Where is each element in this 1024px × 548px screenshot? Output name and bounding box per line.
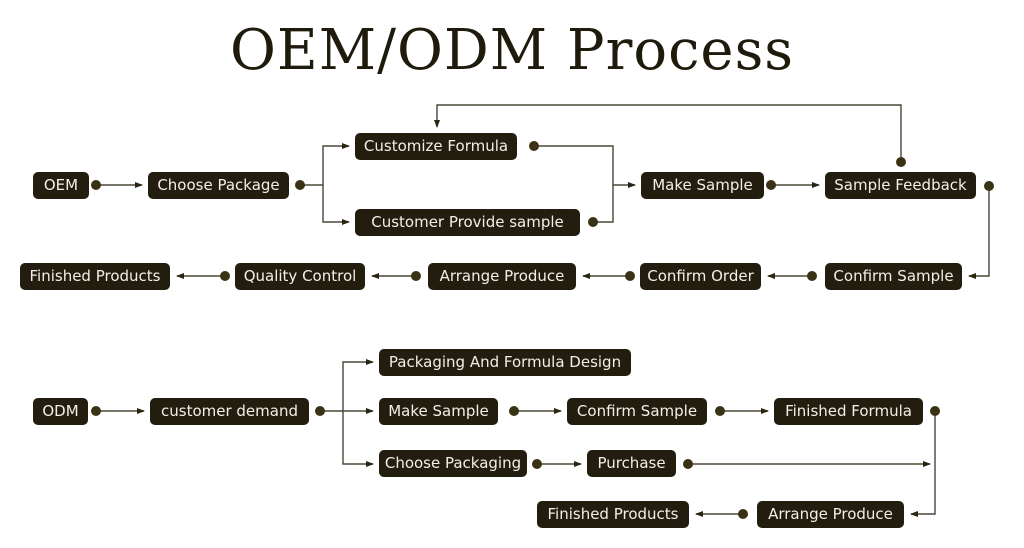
link-demand-branch-top — [342, 359, 374, 411]
node-odm-finished-products[interactable]: Finished Products — [537, 501, 689, 528]
node-customize-formula[interactable]: Customize Formula — [355, 133, 517, 160]
link-feedback-confirm-sample — [968, 185, 990, 279]
node-quality-control[interactable]: Quality Control — [235, 263, 365, 290]
node-odm-confirm-sample[interactable]: Confirm Sample — [567, 398, 707, 425]
node-sample-feedback[interactable]: Sample Feedback — [825, 172, 976, 199]
node-finished-formula[interactable]: Finished Formula — [774, 398, 923, 425]
connector-dot — [91, 180, 101, 190]
link-formula-arrange — [910, 411, 936, 517]
link-choose-package-branch-2 — [322, 185, 350, 225]
node-make-sample[interactable]: Make Sample — [641, 172, 764, 199]
link-choose-package-branch — [302, 143, 350, 186]
connector-dot — [807, 271, 817, 281]
connector-dot — [509, 406, 519, 416]
connector-dot — [315, 406, 325, 416]
connector-dot — [766, 180, 776, 190]
connector-dot — [683, 459, 693, 469]
page-title: OEM/ODM Process — [229, 18, 795, 83]
connector-dot — [529, 141, 539, 151]
node-choose-package[interactable]: Choose Package — [148, 172, 289, 199]
node-confirm-sample[interactable]: Confirm Sample — [825, 263, 962, 290]
connector-dot — [625, 271, 635, 281]
connector-dot — [220, 271, 230, 281]
connector-dot — [532, 459, 542, 469]
connector-dot — [896, 157, 906, 167]
connector-dot — [411, 271, 421, 281]
connector-dot — [295, 180, 305, 190]
node-odm-arrange-produce[interactable]: Arrange Produce — [757, 501, 904, 528]
connector-dot — [91, 406, 101, 416]
node-customer-provide-sample[interactable]: Customer Provide sample — [355, 209, 580, 236]
node-packaging-formula-design[interactable]: Packaging And Formula Design — [379, 349, 631, 376]
link-demand-branch-bottom — [342, 411, 374, 467]
node-odm[interactable]: ODM — [33, 398, 88, 425]
link-feedback-loop — [434, 104, 902, 162]
node-oem[interactable]: OEM — [33, 172, 89, 199]
node-confirm-order[interactable]: Confirm Order — [640, 263, 761, 290]
node-purchase[interactable]: Purchase — [587, 450, 676, 477]
connector-dot — [984, 181, 994, 191]
node-customer-demand[interactable]: customer demand — [150, 398, 309, 425]
node-choose-packaging[interactable]: Choose Packaging — [379, 450, 527, 477]
node-arrange-produce[interactable]: Arrange Produce — [428, 263, 576, 290]
node-finished-products[interactable]: Finished Products — [20, 263, 170, 290]
link-provide-to-make-sample — [593, 185, 614, 223]
connector-dot — [930, 406, 940, 416]
connector-dot — [715, 406, 725, 416]
node-odm-make-sample[interactable]: Make Sample — [379, 398, 498, 425]
link-customize-to-make-sample — [534, 145, 636, 188]
connector-dot — [588, 217, 598, 227]
connector-dot — [738, 509, 748, 519]
